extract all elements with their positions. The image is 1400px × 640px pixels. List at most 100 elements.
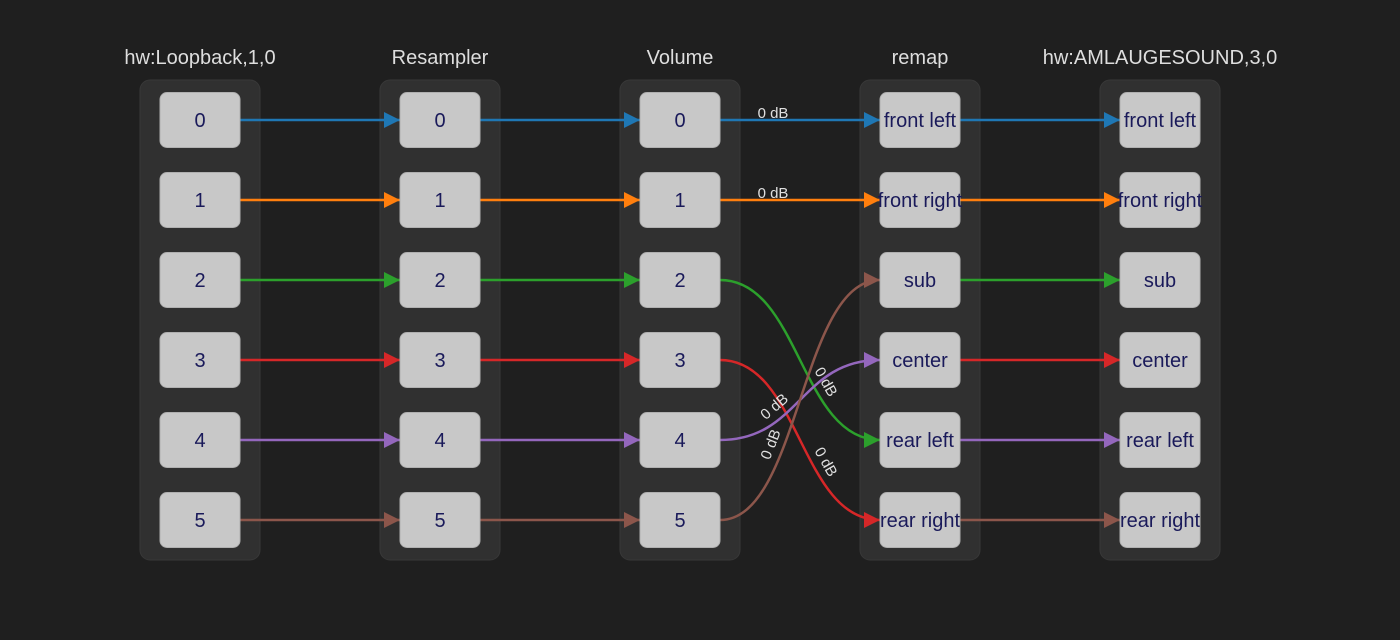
channel-node-box[interactable] — [639, 252, 721, 308]
channel-node-box[interactable] — [159, 172, 241, 228]
channel-node-box[interactable] — [399, 252, 481, 308]
channel-node-box[interactable] — [399, 412, 481, 468]
channel-node-box[interactable] — [639, 92, 721, 148]
channel-node-label: 3 — [434, 350, 445, 372]
channel-node-label: 2 — [194, 270, 205, 292]
channel-node-loopback-3[interactable]: 3 — [159, 332, 241, 388]
channel-node-resampler-3[interactable]: 3 — [399, 332, 481, 388]
channel-node-label: 0 — [194, 110, 205, 132]
channel-node-label: front left — [884, 110, 957, 132]
column-title-sink: hw:AMLAUGESOUND,3,0 — [1043, 47, 1278, 69]
group-sink — [1099, 79, 1221, 561]
channel-node-box[interactable] — [159, 252, 241, 308]
edge-volume-5-to-remap-2[interactable] — [719, 272, 881, 522]
channel-node-sink-1[interactable]: front right — [1118, 172, 1203, 228]
channel-node-label: rear left — [886, 430, 954, 452]
channel-node-box[interactable] — [1119, 92, 1201, 148]
channel-node-sink-0[interactable]: front left — [1119, 92, 1201, 148]
channel-node-volume-2[interactable]: 2 — [639, 252, 721, 308]
channel-node-label: center — [1132, 350, 1188, 372]
channel-node-box[interactable] — [1119, 252, 1201, 308]
channel-node-label: 1 — [674, 190, 685, 212]
channel-node-loopback-1[interactable]: 1 — [159, 172, 241, 228]
channel-node-volume-5[interactable]: 5 — [639, 492, 721, 548]
channel-node-resampler-5[interactable]: 5 — [399, 492, 481, 548]
channel-node-remap-5[interactable]: rear right — [879, 492, 961, 548]
channel-node-remap-3[interactable]: center — [879, 332, 961, 388]
channel-node-remap-1[interactable]: front right — [878, 172, 963, 228]
channel-node-box[interactable] — [1119, 412, 1201, 468]
channel-node-box[interactable] — [879, 412, 961, 468]
channel-node-box[interactable] — [1119, 492, 1201, 548]
channel-node-label: 3 — [194, 350, 205, 372]
channel-node-volume-1[interactable]: 1 — [639, 172, 721, 228]
channel-node-label: 4 — [674, 430, 685, 452]
channel-node-sink-2[interactable]: sub — [1119, 252, 1201, 308]
channel-node-sink-3[interactable]: center — [1119, 332, 1201, 388]
edge-labels-layer: 0 dB0 dB0 dB0 dB0 dB0 dB — [757, 105, 840, 480]
channel-node-label: rear left — [1126, 430, 1194, 452]
group-loopback — [139, 79, 261, 561]
channel-node-box[interactable] — [399, 332, 481, 388]
channel-node-box[interactable] — [639, 492, 721, 548]
channel-node-label: 1 — [194, 190, 205, 212]
channel-node-resampler-1[interactable]: 1 — [399, 172, 481, 228]
channel-node-box[interactable] — [399, 492, 481, 548]
channel-node-remap-2[interactable]: sub — [879, 252, 961, 308]
channel-node-box[interactable] — [1119, 332, 1201, 388]
channel-node-label: front left — [1124, 110, 1197, 132]
edge-gain-label: 0 dB — [758, 185, 789, 202]
channel-node-label: 3 — [674, 350, 685, 372]
channel-node-box[interactable] — [159, 412, 241, 468]
channel-node-box[interactable] — [399, 172, 481, 228]
channel-node-label: 5 — [194, 510, 205, 532]
channel-node-loopback-0[interactable]: 0 — [159, 92, 241, 148]
channel-node-sink-5[interactable]: rear right — [1119, 492, 1201, 548]
channel-node-box[interactable] — [879, 252, 961, 308]
channel-node-label: sub — [904, 270, 936, 292]
column-title-remap: remap — [892, 47, 949, 69]
column-title-loopback: hw:Loopback,1,0 — [124, 47, 275, 69]
channel-node-remap-0[interactable]: front left — [879, 92, 961, 148]
channel-node-label: front right — [878, 190, 963, 212]
channel-node-box[interactable] — [639, 172, 721, 228]
channel-node-label: 4 — [434, 430, 445, 452]
channel-node-resampler-0[interactable]: 0 — [399, 92, 481, 148]
channel-node-label: 5 — [434, 510, 445, 532]
channel-node-box[interactable] — [879, 332, 961, 388]
channel-node-volume-4[interactable]: 4 — [639, 412, 721, 468]
channel-node-label: rear right — [1120, 510, 1200, 532]
channel-node-box[interactable] — [639, 412, 721, 468]
channel-node-box[interactable] — [879, 92, 961, 148]
channel-node-label: 0 — [434, 110, 445, 132]
group-resampler — [379, 79, 501, 561]
channel-node-box[interactable] — [399, 92, 481, 148]
edge-volume-2-to-remap-4[interactable] — [719, 278, 881, 448]
channel-node-label: 0 — [674, 110, 685, 132]
channel-node-label: center — [892, 350, 948, 372]
channel-node-label: 4 — [194, 430, 205, 452]
channel-node-volume-0[interactable]: 0 — [639, 92, 721, 148]
edge-volume-3-to-remap-5[interactable] — [719, 358, 881, 528]
channel-node-sink-4[interactable]: rear left — [1119, 412, 1201, 468]
channel-node-box[interactable] — [159, 492, 241, 548]
edges-layer — [240, 112, 1120, 528]
channel-node-resampler-2[interactable]: 2 — [399, 252, 481, 308]
channel-node-remap-4[interactable]: rear left — [879, 412, 961, 468]
channel-node-box[interactable] — [159, 92, 241, 148]
channel-node-resampler-4[interactable]: 4 — [399, 412, 481, 468]
channel-node-label: 1 — [434, 190, 445, 212]
channel-node-volume-3[interactable]: 3 — [639, 332, 721, 388]
channel-node-label: 5 — [674, 510, 685, 532]
channel-node-box[interactable] — [1119, 172, 1201, 228]
channel-node-box[interactable] — [879, 492, 961, 548]
column-title-resampler: Resampler — [392, 47, 489, 69]
channel-node-box[interactable] — [159, 332, 241, 388]
channel-node-loopback-4[interactable]: 4 — [159, 412, 241, 468]
edge-gain-label: 0 dB — [757, 390, 792, 423]
channel-node-loopback-2[interactable]: 2 — [159, 252, 241, 308]
channel-node-box[interactable] — [879, 172, 961, 228]
channel-node-loopback-5[interactable]: 5 — [159, 492, 241, 548]
channel-node-box[interactable] — [639, 332, 721, 388]
edge-gain-label: 0 dB — [811, 444, 841, 479]
